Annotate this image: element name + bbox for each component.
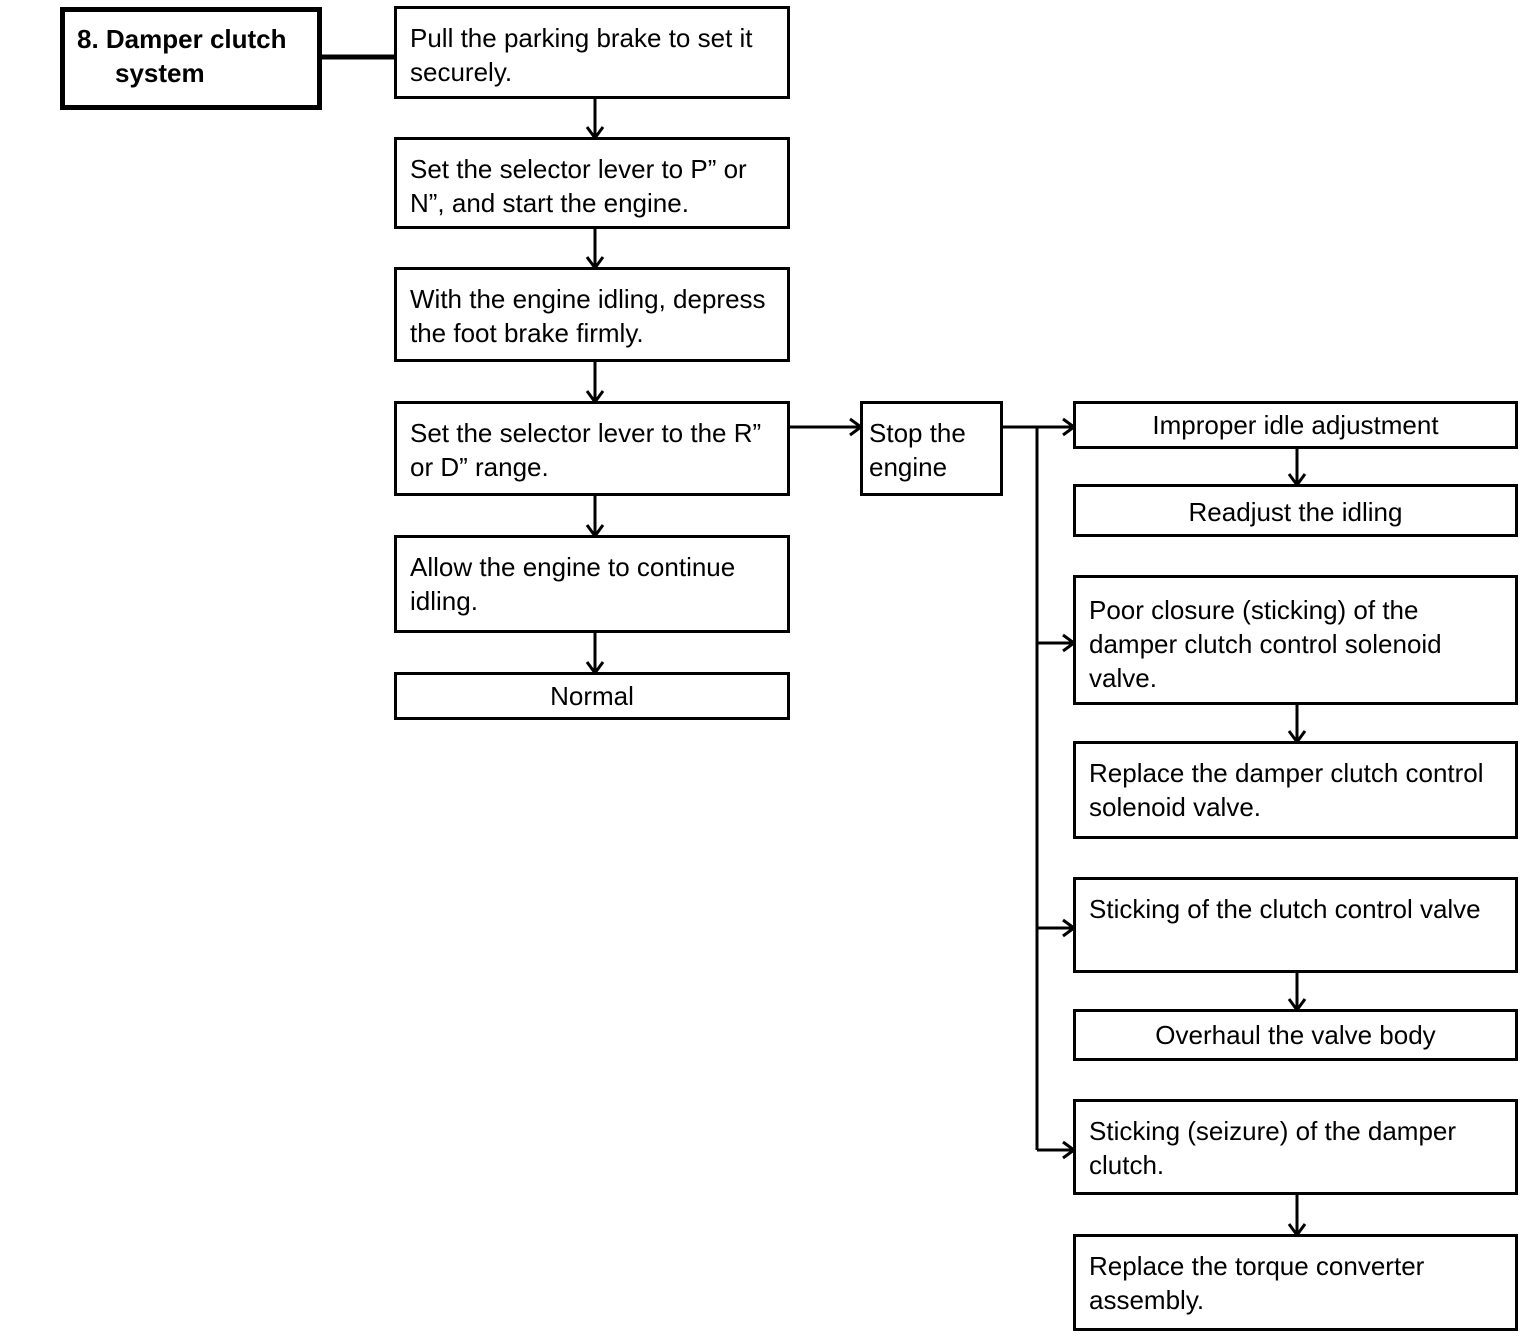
step-selector-r-or-d: Set the selector lever to the R” or D” r… [394,401,790,496]
step-normal: Normal [394,672,790,720]
cause-clutch-control-valve-sticking: Sticking of the clutch control valve [1073,877,1518,973]
step-selector-p-or-n: Set the selector lever to P” or N”, and … [394,137,790,229]
section-title-line2: system [115,58,205,88]
step-pull-parking-brake: Pull the parking brake to set it securel… [394,6,790,99]
remedy-replace-solenoid-valve: Replace the damper clutch control soleno… [1073,741,1518,839]
cause-damper-clutch-seizure: Sticking (seizure) of the damper clutch. [1073,1099,1518,1195]
remedy-overhaul-valve-body: Overhaul the valve body [1073,1009,1518,1061]
step-depress-foot-brake: With the engine idling, depress the foot… [394,267,790,362]
section-title: 8. Damper clutch system [60,7,322,110]
step-continue-idling: Allow the engine to continue idling. [394,535,790,633]
remedy-replace-torque-converter: Replace the torque converter assembly. [1073,1234,1518,1331]
stop-engine-box: Stop the engine [860,401,1003,496]
remedy-readjust-idling: Readjust the idling [1073,484,1518,537]
section-title-line1: 8. Damper clutch [77,24,287,54]
cause-improper-idle: Improper idle adjustment [1073,401,1518,449]
cause-solenoid-valve-sticking: Poor closure (sticking) of the damper cl… [1073,575,1518,705]
